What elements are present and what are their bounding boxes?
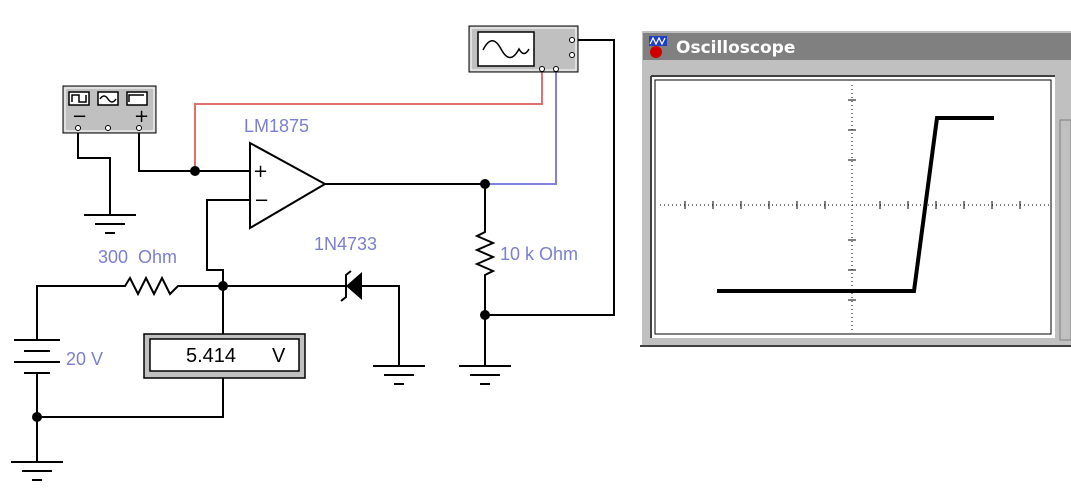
opamp-minus-label: − bbox=[254, 190, 269, 211]
wire-scope-ground[interactable] bbox=[485, 39, 615, 316]
wire-scope-channel-a[interactable] bbox=[194, 72, 543, 171]
voltmeter-unit: V bbox=[272, 345, 286, 367]
wire-funcgen-ground[interactable] bbox=[77, 133, 111, 215]
ground-battery bbox=[11, 461, 63, 481]
oscilloscope-instrument[interactable] bbox=[468, 25, 579, 73]
voltmeter[interactable] bbox=[143, 333, 306, 379]
function-generator-icon bbox=[68, 91, 148, 106]
junctions bbox=[32, 166, 490, 422]
battery-20v[interactable] bbox=[14, 335, 60, 378]
funcgen-plus-label: + bbox=[134, 106, 149, 127]
ground-load bbox=[459, 365, 511, 385]
oscilloscope-window-title: Oscilloscope bbox=[676, 38, 795, 58]
battery-label: 20 V bbox=[66, 349, 103, 369]
junction-bottom-right bbox=[480, 310, 490, 320]
wire-feedback[interactable] bbox=[206, 199, 250, 286]
wire-scope-channel-b[interactable] bbox=[485, 72, 557, 185]
junction-output bbox=[480, 179, 490, 189]
oscilloscope-trace bbox=[717, 116, 994, 293]
junction-input bbox=[190, 166, 200, 176]
voltmeter-reading: 5.414 bbox=[186, 345, 236, 367]
junction-bottom-left bbox=[32, 412, 42, 422]
ground-zener bbox=[373, 365, 425, 385]
wire-funcgen-to-input[interactable] bbox=[138, 133, 250, 172]
ground-symbols bbox=[11, 214, 511, 481]
resistor-300ohm-label: 300 Ohm bbox=[98, 247, 177, 267]
junction-zener-node bbox=[218, 281, 228, 291]
oscilloscope-ticks bbox=[684, 99, 1021, 301]
oscilloscope-window[interactable]: Oscilloscope bbox=[640, 29, 1071, 347]
oscilloscope-titlebar[interactable] bbox=[643, 33, 1071, 60]
funcgen-minus-label: − bbox=[72, 106, 87, 127]
wire-battery-to-res[interactable] bbox=[36, 285, 120, 335]
wire-zener-ground[interactable] bbox=[362, 285, 400, 366]
resistor-300ohm[interactable] bbox=[120, 275, 183, 297]
zener-diode-1n4733[interactable] bbox=[340, 270, 362, 302]
function-generator[interactable]: − + bbox=[62, 85, 157, 134]
opamp-label: LM1875 bbox=[244, 116, 309, 136]
opamp-plus-label: + bbox=[253, 161, 268, 182]
wire-meter-to-rail[interactable] bbox=[37, 378, 224, 418]
resistor-10k[interactable] bbox=[474, 225, 496, 283]
oscilloscope-icon bbox=[477, 31, 535, 67]
multisim-scope-app-icon bbox=[649, 36, 667, 58]
zener-label: 1N4733 bbox=[314, 234, 377, 254]
ground-funcgen bbox=[84, 214, 136, 234]
opamp-lm1875[interactable]: + − bbox=[249, 141, 328, 230]
resistor-10k-label: 10 k Ohm bbox=[500, 244, 578, 264]
